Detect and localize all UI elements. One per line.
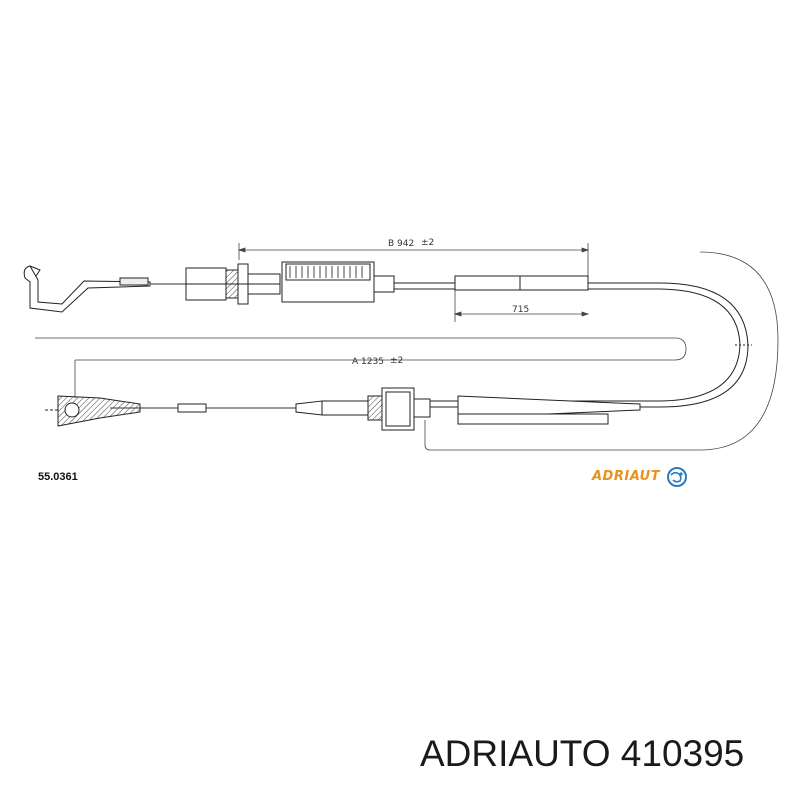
- sheath-bottom: [430, 395, 660, 425]
- dimension-a-tolerance: ±2: [390, 356, 403, 366]
- eye-end: [45, 395, 141, 427]
- ferrule-bottom: [177, 403, 207, 413]
- product-caption: ADRIAUTO 410395: [420, 733, 745, 774]
- globe-icon: [667, 467, 687, 487]
- dimension-b-tolerance: ±2: [421, 238, 434, 248]
- dimension-a-label: A 1235: [352, 357, 384, 367]
- brand-logo: ADRIAUT: [588, 462, 698, 492]
- dimension-a: [35, 251, 779, 451]
- spring-housing: [281, 261, 395, 303]
- dimension-inner-label: 715: [512, 305, 529, 315]
- part-number: 55.0361: [38, 471, 78, 483]
- sheath-top: [394, 275, 660, 291]
- dimension-b-label: B 942: [388, 239, 414, 249]
- cable-loop: [659, 282, 752, 408]
- adjuster-bottom: [295, 387, 431, 431]
- dimension-b: [237, 243, 590, 290]
- dimension-inner: [453, 290, 590, 322]
- hook-end: [23, 265, 151, 313]
- logo-text: ADRIAUT: [592, 469, 661, 484]
- adjuster-top: [185, 263, 281, 305]
